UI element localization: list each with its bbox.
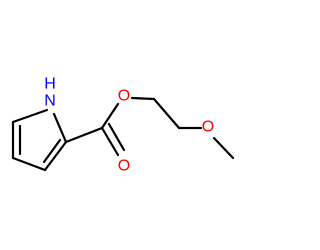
atom-label-o-ester: O [118,88,130,105]
bond-c6-o2-double [107,122,126,152]
atom-label-layer: H N O O O [44,76,214,175]
bond-c5-n1 [52,112,68,144]
bond-c5-c6 [64,126,104,144]
bond-c4-c5-inner [42,138,62,164]
bond-n1-c2 [11,108,49,124]
atom-label-o-carbonyl: O [118,158,130,175]
atom-label-h: H [44,76,56,93]
bond-c3-c4 [11,156,47,172]
bond-o1-c7 [130,96,156,101]
bond-c7-c8 [152,97,181,130]
bond-o3-c9 [212,136,235,160]
bond-c4-c5 [43,140,68,172]
bond-c6-o1 [100,102,120,130]
atom-label-o-ether: O [202,119,214,136]
atom-label-n: N [44,93,56,110]
bond-layer [11,96,235,172]
bond-c6-o2 [100,126,120,157]
chemical-structure: H N O O O [11,76,235,175]
